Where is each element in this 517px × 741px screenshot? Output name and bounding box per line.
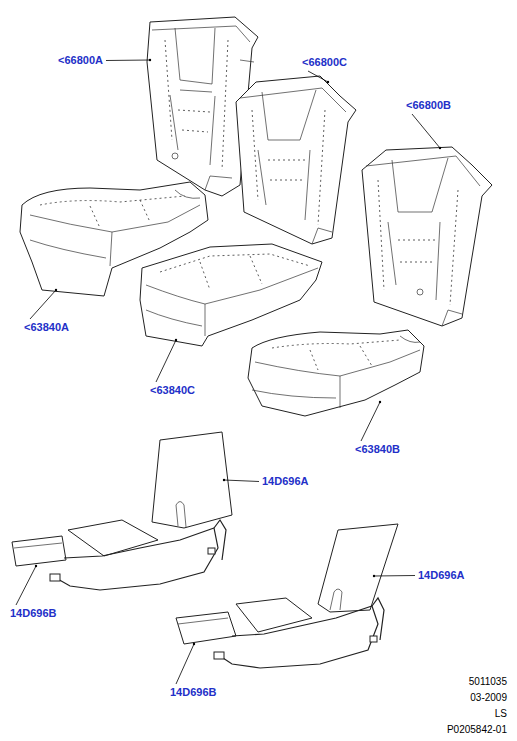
- callout-number: <66800C: [302, 57, 347, 68]
- leader-dot: [175, 339, 177, 341]
- leader-line: [308, 71, 328, 82]
- drawing-reference: LS: [495, 709, 507, 719]
- leader-dot: [223, 479, 225, 481]
- seat-back-frame: [236, 76, 356, 244]
- leader-line: [106, 60, 150, 62]
- leader-dot: [373, 575, 375, 577]
- callout-number: <66800A: [58, 55, 103, 66]
- leader-line: [30, 290, 56, 319]
- leader-line: [16, 566, 36, 605]
- callout-number: <66800B: [406, 100, 451, 111]
- callout-number: <63840B: [355, 444, 400, 455]
- leader-dot: [327, 81, 329, 83]
- leader-line: [361, 402, 380, 441]
- leader-line: [224, 480, 259, 482]
- drawing-reference: 03-2009: [470, 693, 507, 703]
- leader-line: [412, 114, 440, 148]
- callout-number: 14D696B: [170, 687, 216, 698]
- leader-line: [156, 340, 176, 382]
- drawing-reference: 5011035: [469, 677, 507, 687]
- leader-dot: [439, 147, 441, 149]
- heater-mat: [12, 432, 232, 590]
- seat-cushion: [248, 330, 424, 416]
- heater-mat: [176, 524, 398, 668]
- seat-cushion: [140, 244, 322, 346]
- leader-dot: [35, 565, 37, 567]
- callout-number: 14D696A: [262, 476, 308, 487]
- leader-dot: [55, 289, 57, 291]
- callout-number: <63840C: [150, 385, 195, 396]
- drawing-reference: P0205842-01: [447, 725, 507, 735]
- leader-dot: [379, 401, 381, 403]
- leader-line: [374, 575, 415, 577]
- callout-number: 14D696B: [10, 608, 56, 619]
- callout-number: <63840A: [24, 322, 69, 333]
- leader-dot: [193, 643, 195, 645]
- leader-dot: [149, 59, 151, 61]
- callout-number: 14D696A: [418, 570, 464, 581]
- leader-line: [176, 644, 194, 684]
- seat-back-frame: [362, 147, 492, 326]
